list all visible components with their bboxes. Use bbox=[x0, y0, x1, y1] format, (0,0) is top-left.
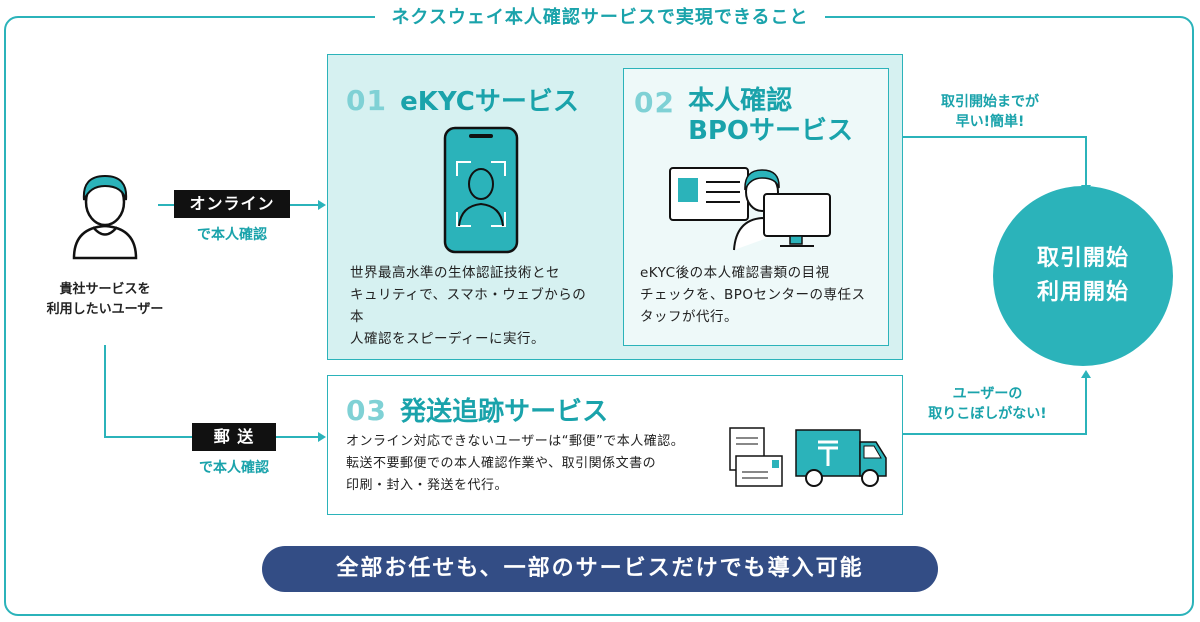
service-03-title: 発送追跡サービス bbox=[400, 397, 609, 427]
user-label-line1: 貴社サービスを bbox=[59, 282, 151, 297]
service-03-heading: 03 発送追跡サービス bbox=[346, 394, 608, 427]
service-03-description: オンライン対応できないユーザーは“郵便”で本人確認。 転送不要郵便での本人確認作… bbox=[346, 431, 726, 497]
footer-message-pill: 全部お任せも、一部のサービスだけでも導入可能 bbox=[262, 546, 938, 592]
online-tag: オンライン bbox=[174, 190, 290, 218]
service-03-desc-line2: 転送不要郵便での本人確認作業や、取引関係文書の bbox=[346, 456, 657, 471]
service-02-title-line1: 本人確認 bbox=[688, 86, 793, 116]
mail-sub-label: で本人確認 bbox=[199, 460, 269, 476]
service-02-desc-line2: チェックを、BPOセンターの専任ス bbox=[640, 287, 866, 303]
service-03-desc-line1: オンライン対応できないユーザーは“郵便”で本人確認。 bbox=[346, 434, 685, 449]
service-03-desc-line3: 印刷・封入・発送を代行。 bbox=[346, 478, 509, 493]
service-02-title: 本人確認 BPOサービス bbox=[688, 86, 853, 146]
mail-truck-icon bbox=[729, 427, 887, 487]
bottom-benefit-note-line1: ユーザーの bbox=[952, 386, 1023, 402]
service-01-description: 世界最高水準の生体認証技術とセ キュリティで、スマホ・ウェブからの本 人確認をス… bbox=[350, 262, 600, 350]
operator-with-id-card-icon bbox=[669, 167, 831, 251]
top-benefit-note: 取引開始までが 早い!簡単! bbox=[910, 92, 1070, 132]
bottom-benefit-note-line2: 取りこぼしがない! bbox=[928, 406, 1047, 422]
service-01-desc-line3: 人確認をスピーディーに実行。 bbox=[350, 331, 546, 347]
frame-title: ネクスウェイ本人確認サービスで実現できること bbox=[0, 3, 1200, 29]
online-sub-label: で本人確認 bbox=[197, 227, 267, 243]
service-02-title-line2: BPOサービス bbox=[688, 116, 854, 146]
service-02-number: 02 bbox=[634, 86, 675, 119]
service-02-heading: 02 本人確認 BPOサービス bbox=[634, 86, 853, 146]
smartphone-face-scan-icon bbox=[443, 126, 519, 254]
service-02-desc-line1: eKYC後の本人確認書類の目視 bbox=[640, 265, 830, 281]
service-02-description: eKYC後の本人確認書類の目視 チェックを、BPOセンターの専任ス タッフが代行… bbox=[640, 262, 880, 328]
bottom-benefit-note: ユーザーの 取りこぼしがない! bbox=[905, 384, 1070, 424]
service-03-number: 03 bbox=[346, 394, 387, 427]
service-01-title: eKYCサービス bbox=[400, 87, 579, 117]
mail-tag: 郵 送 bbox=[192, 423, 276, 451]
goal-line1: 取引開始 bbox=[1036, 246, 1129, 271]
service-01-desc-line1: 世界最高水準の生体認証技術とセ bbox=[350, 265, 560, 281]
service-01-heading: 01 eKYCサービス bbox=[346, 84, 579, 117]
service-01-desc-line2: キュリティで、スマホ・ウェブからの本 bbox=[350, 287, 587, 325]
person-icon bbox=[72, 174, 138, 260]
top-benefit-note-line2: 早い!簡単! bbox=[955, 114, 1025, 130]
service-01-number: 01 bbox=[346, 84, 387, 117]
top-benefit-note-line1: 取引開始までが bbox=[941, 94, 1039, 110]
service-02-desc-line3: タッフが代行。 bbox=[640, 309, 738, 325]
frame-title-text: ネクスウェイ本人確認サービスで実現できること bbox=[375, 7, 825, 28]
goal-line2: 利用開始 bbox=[1036, 280, 1129, 305]
goal-circle: 取引開始 利用開始 bbox=[993, 186, 1173, 366]
user-label-line2: 利用したいユーザー bbox=[46, 302, 164, 317]
user-label: 貴社サービスを 利用したいユーザー bbox=[30, 280, 180, 320]
